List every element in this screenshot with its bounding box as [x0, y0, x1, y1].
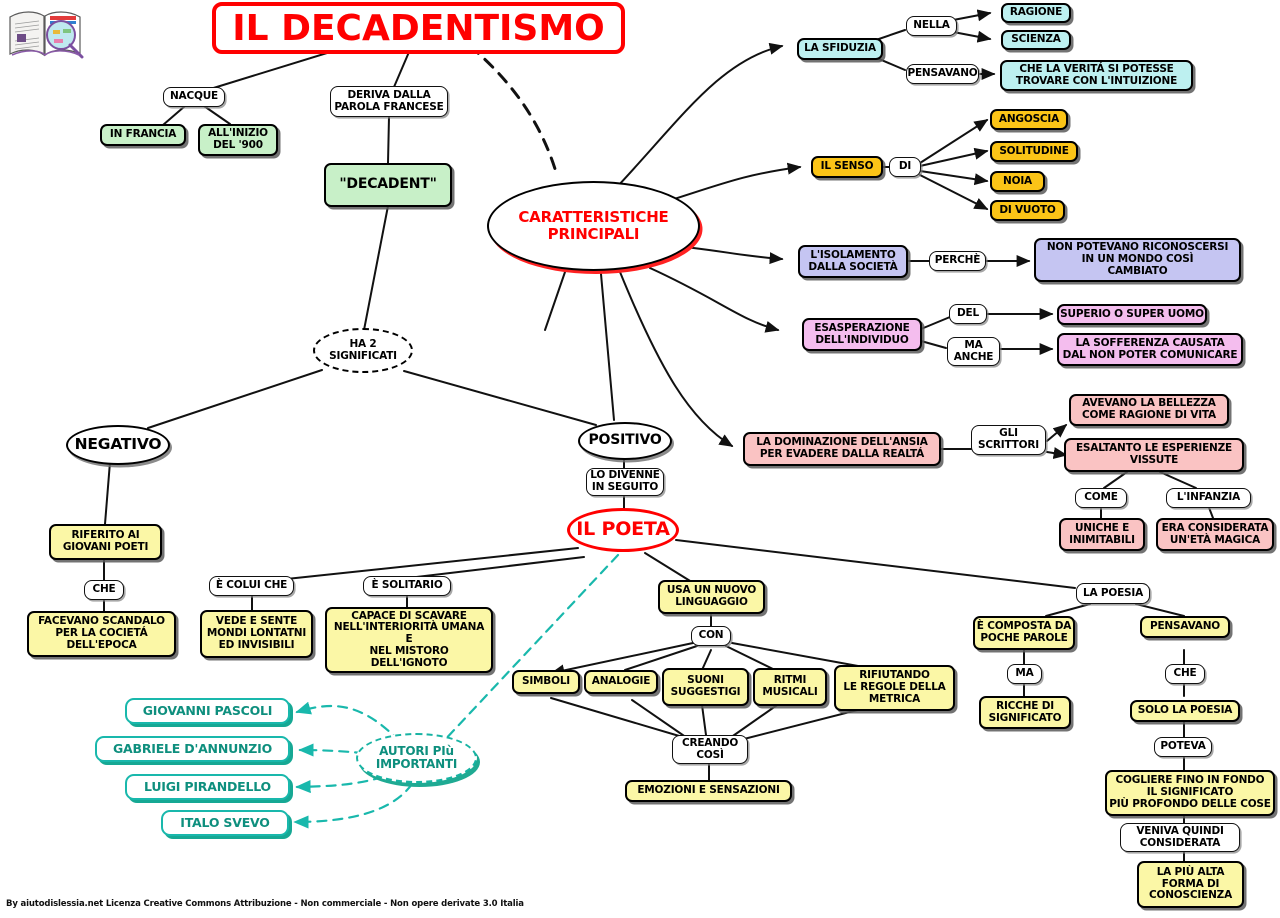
node-il-poeta[interactable]: IL POETA [567, 508, 679, 552]
node-che-la-verita[interactable]: CHE LA VERITÁ SI POTESSE TROVARE CON L'I… [1000, 60, 1193, 91]
node-uniche-e-inimitabili[interactable]: UNICHE E INIMITABILI [1059, 518, 1145, 551]
connector-del: DEL [949, 304, 987, 324]
node-e-composta-da-poche-parole[interactable]: È COMPOSTA DA POCHE PAROLE [973, 616, 1075, 650]
node-non-potevano-riconoscersi[interactable]: NON POTEVANO RICONOSCERSI IN UN MONDO CO… [1034, 238, 1241, 282]
connector-nacque: NACQUE [163, 87, 225, 107]
connector-come: COME [1075, 488, 1127, 508]
open-book-magnifier-logo [6, 5, 84, 61]
connector-di: DI [889, 157, 921, 177]
connector-ma: MA [1007, 664, 1042, 684]
node-autori-piu-importanti[interactable]: AUTORI PIù IMPORTANTI [356, 733, 477, 783]
node-vede-e-sente[interactable]: VEDE E SENTE MONDI LONTATNI ED INVISIBIL… [200, 610, 313, 658]
connector-linfanzia: L'INFANZIA [1166, 488, 1251, 508]
node-il-senso[interactable]: IL SENSO [811, 156, 883, 178]
node-esaltanto-le-esperienze[interactable]: ESALTANTO LE ESPERIENZE VISSUTE [1064, 438, 1244, 472]
connector-creando-cosi: CREANDO COSÌ [672, 735, 748, 764]
footer-license-text: By aiutodislessia.net Licenza Creative C… [6, 899, 524, 909]
connector-lo-divenne-in-seguito: LO DIVENNE IN SEGUITO [586, 468, 664, 496]
node-di-vuoto[interactable]: DI VUOTO [990, 200, 1065, 221]
node-avevano-la-bellezza[interactable]: AVEVANO LA BELLEZZA COME RAGIONE DI VITA [1069, 394, 1229, 426]
node-giovanni-pascoli[interactable]: GIOVANNI PASCOLI [125, 698, 290, 724]
node-la-sfiduzia[interactable]: LA SFIDUZIA [797, 38, 883, 60]
node-negativo[interactable]: NEGATIVO [66, 425, 170, 465]
node-ritmi-musicali[interactable]: RITMI MUSICALI [753, 668, 827, 706]
connector-con: CON [691, 626, 731, 646]
node-positivo[interactable]: POSITIVO [578, 422, 672, 460]
connector-che-2: CHE [1165, 664, 1205, 684]
node-facevano-scandalo[interactable]: FACEVANO SCANDALO PER LA COCIETÁ DELL'EP… [27, 611, 176, 657]
node-superio-o-super-uomo[interactable]: SUPERIO O SUPER UOMO [1057, 304, 1207, 325]
node-emozioni-e-sensazioni[interactable]: EMOZIONI E SENSAZIONI [625, 780, 792, 802]
node-ragione[interactable]: RAGIONE [1001, 3, 1071, 23]
node-solo-la-poesia[interactable]: SOLO LA POESIA [1130, 700, 1240, 722]
node-esasperazione-dellindividuo[interactable]: ESASPERAZIONE DELL'INDIVIDUO [802, 318, 922, 351]
node-ha-2-significati[interactable]: HA 2 SIGNIFICATI [313, 328, 413, 373]
node-capace-di-scavare[interactable]: CAPACE DI SCAVARE NELL'INTERIORITÀ UMANA… [325, 607, 493, 673]
node-la-piu-alta-forma[interactable]: LA PIÙ ALTA FORMA DI CONOSCIENZA [1137, 861, 1244, 908]
node-suoni-suggestigi[interactable]: SUONI SUGGESTIGI [662, 668, 749, 706]
connector-deriva-dalla-parola-francese: DERIVA DALLA PAROLA FRANCESE [330, 86, 448, 117]
node-pensavano-2[interactable]: PENSAVANO [1140, 616, 1230, 638]
connector-poteva: POTEVA [1154, 737, 1212, 757]
connector-e-solitario: È SOLITARIO [363, 576, 451, 596]
connector-che-1: CHE [84, 580, 124, 600]
connector-e-colui-che: È COLUI CHE [209, 576, 294, 596]
node-simboli[interactable]: SIMBOLI [512, 670, 580, 694]
page-title: IL DECADENTISMO [212, 2, 625, 54]
node-in-francia[interactable]: IN FRANCIA [100, 124, 186, 146]
connector-veniva-quindi-considerata: VENIVA QUINDI CONSIDERATA [1120, 823, 1240, 852]
node-rifiutando-le-regole[interactable]: RIFIUTANDO LE REGOLE DELLA METRICA [834, 665, 955, 711]
node-scienza[interactable]: SCIENZA [1001, 30, 1071, 50]
node-decadent[interactable]: "DECADENT" [324, 163, 452, 207]
connector-ma-anche: MA ANCHE [947, 337, 1000, 366]
node-solitudine[interactable]: SOLITUDINE [990, 141, 1078, 162]
node-analogie[interactable]: ANALOGIE [584, 670, 658, 694]
connector-nella: NELLA [906, 16, 957, 36]
connector-gli-scrittori: GLI SCRITTORI [971, 425, 1046, 455]
node-usa-un-nuovo-linguaggio[interactable]: USA UN NUOVO LINGUAGGIO [658, 580, 765, 614]
node-la-sofferenza-causata[interactable]: LA SOFFERENZA CAUSATA DAL NON POTER COMU… [1057, 333, 1243, 366]
node-riferito-ai-giovani-poeti[interactable]: RIFERITO AI GIOVANI POETI [49, 524, 162, 560]
node-angoscia[interactable]: ANGOSCIA [990, 109, 1068, 130]
connector-perche: PERCHÈ [929, 251, 986, 271]
node-lisolamento-dalla-societa[interactable]: L'ISOLAMENTO DALLA SOCIETÀ [798, 245, 908, 278]
node-ricche-di-significato[interactable]: RICCHE DI SIGNIFICATO [979, 696, 1071, 729]
node-caratteristiche-principali[interactable]: CARATTERISTICHE PRINCIPALI [487, 181, 700, 271]
node-era-considerata[interactable]: ERA CONSIDERATA UN'ETÀ MAGICA [1156, 518, 1274, 551]
connector-la-poesia: LA POESIA [1076, 583, 1150, 604]
node-la-dominazione-dellansia[interactable]: LA DOMINAZIONE DELL'ANSIA PER EVADERE DA… [743, 432, 941, 466]
node-gabriele-dannunzio[interactable]: GABRIELE D'ANNUNZIO [95, 736, 290, 762]
node-italo-svevo[interactable]: ITALO SVEVO [161, 810, 289, 836]
node-allinizio-del-900[interactable]: ALL'INIZIO DEL '900 [198, 124, 278, 156]
node-cogliere-fino-in-fondo[interactable]: COGLIERE FINO IN FONDO IL SIGNIFICATO PI… [1105, 770, 1275, 816]
node-luigi-pirandello[interactable]: LUIGI PIRANDELLO [125, 774, 290, 800]
connector-pensavano-1: PENSAVANO [906, 64, 979, 84]
node-noia[interactable]: NOIA [990, 171, 1045, 192]
